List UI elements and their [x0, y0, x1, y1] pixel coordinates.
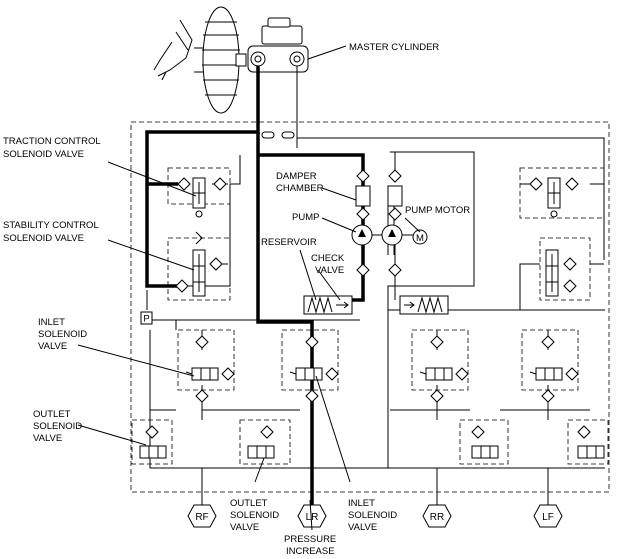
- line-crossovers: [261, 131, 295, 139]
- label-inlet-bottom-2: SOLENOID: [348, 510, 397, 521]
- annotation-labels: MASTER CYLINDER TRACTION CONTROL SOLENOI…: [3, 42, 470, 557]
- label-master-cylinder: MASTER CYLINDER: [349, 42, 439, 53]
- wheel-lr: LR: [297, 504, 327, 528]
- reservoir-check-valve-left: [303, 295, 353, 315]
- wheel-rf: RF: [187, 504, 217, 528]
- label-outlet-left-2: SOLENOID: [33, 421, 82, 432]
- label-outlet-bottom-1: OUTLET: [230, 498, 268, 509]
- label-outlet-left-1: OUTLET: [33, 409, 71, 420]
- label-inlet-bottom-3: VALVE: [348, 522, 377, 533]
- master-cylinder: [247, 17, 347, 73]
- label-inlet-left-1: INLET: [38, 317, 65, 328]
- label-pressure-2: INCREASE: [286, 546, 335, 557]
- label-stability-control-2: SOLENOID VALVE: [3, 233, 84, 244]
- wheel-label-rf: RF: [195, 512, 208, 523]
- label-pressure-1: PRESSURE: [284, 534, 336, 545]
- inlet-solenoid-valve-lr: [281, 329, 339, 403]
- label-pump: PUMP: [292, 212, 319, 223]
- label-stability-control-1: STABILITY CONTROL: [3, 220, 99, 231]
- outlet-solenoid-valve-lf: [567, 419, 609, 465]
- label-reservoir: RESERVOIR: [261, 237, 317, 248]
- traction-control-solenoid-valve: [167, 167, 231, 218]
- label-damper-2: CHAMBER: [276, 183, 324, 194]
- label-traction-control-2: SOLENOID VALVE: [3, 149, 84, 160]
- outlet-solenoid-valve-lr: [239, 419, 291, 465]
- label-check-2: VALVE: [315, 265, 344, 276]
- label-traction-control-1: TRACTION CONTROL: [3, 136, 101, 147]
- pressure-path: [145, 66, 365, 505]
- reservoir-check-valve-right: [399, 295, 449, 315]
- outlet-solenoid-valve-rf: [131, 419, 173, 465]
- label-outlet-bottom-2: SOLENOID: [230, 510, 279, 521]
- pump-assembly: [351, 152, 428, 300]
- inlet-solenoid-valve-lf: [521, 329, 579, 403]
- wheel-label-rr: RR: [430, 512, 444, 523]
- inlet-solenoid-valve-rf: [177, 329, 235, 403]
- right-traction-valve: [519, 167, 605, 219]
- wheel-rr: RR: [422, 504, 452, 528]
- label-inlet-bottom-1: INLET: [348, 498, 375, 509]
- label-inlet-left-2: SOLENOID: [38, 329, 87, 340]
- outlet-solenoid-valve-rr: [459, 419, 509, 465]
- label-outlet-bottom-3: VALVE: [230, 522, 259, 533]
- wheel-label-lf: LF: [542, 512, 554, 523]
- brake-booster: [153, 6, 247, 114]
- stability-control-solenoid-valve: [167, 231, 231, 301]
- wheel-label-lr: LR: [306, 512, 319, 523]
- pressure-port-marker: P: [140, 311, 153, 325]
- label-inlet-left-3: VALVE: [38, 341, 67, 352]
- leader-lines: [77, 161, 421, 531]
- inlet-solenoid-valve-rr: [411, 329, 469, 403]
- wheel-lf: LF: [533, 504, 563, 528]
- right-stability-valve: [539, 237, 591, 301]
- label-outlet-left-3: VALVE: [33, 433, 62, 444]
- p-marker-label: P: [143, 314, 149, 325]
- label-check-1: CHECK: [311, 253, 345, 264]
- label-pump-motor: PUMP MOTOR: [405, 205, 470, 216]
- motor-symbol: M: [416, 233, 424, 244]
- label-damper-1: DAMPER: [276, 171, 317, 182]
